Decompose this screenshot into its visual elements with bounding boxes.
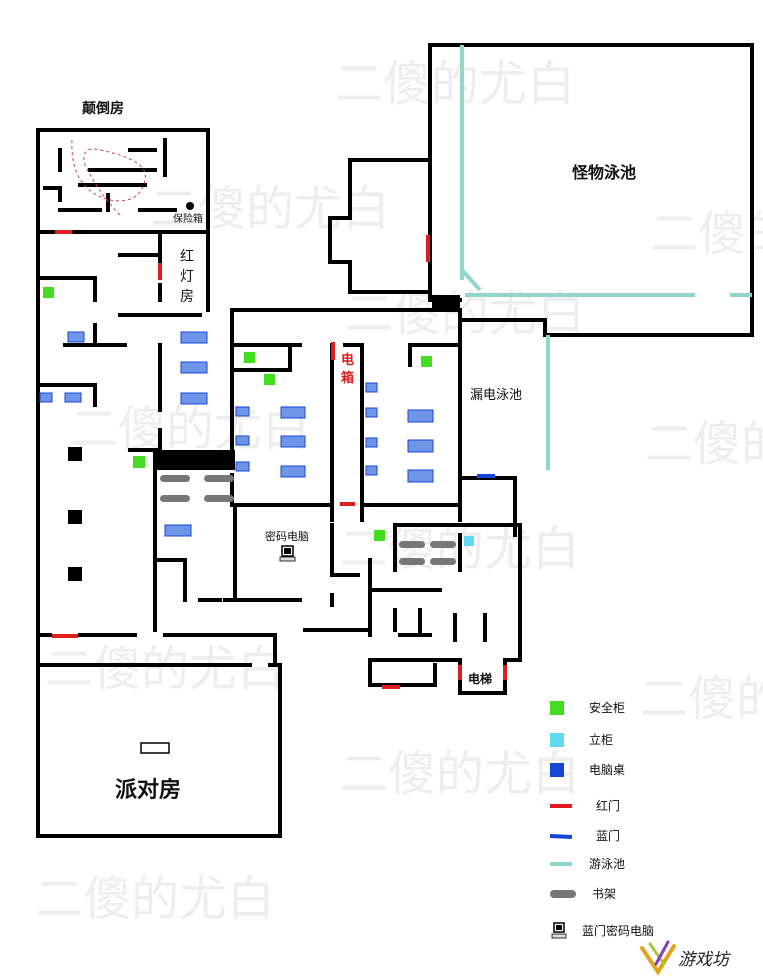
- watermark-text: 二傻的尤白: [45, 641, 285, 697]
- room-label-electric-box-1: 电: [341, 352, 354, 368]
- watermark-text: 二傻的尤白: [650, 206, 763, 262]
- room-label-safe-box: 保险箱: [173, 212, 203, 225]
- pool-edges: [460, 45, 752, 470]
- standing-cabinet: [464, 536, 474, 546]
- legend-standing-cabinet-swatch: [550, 733, 564, 747]
- safe-cabinets: [43, 287, 432, 541]
- room-label-red-light-2: 灯: [180, 269, 194, 285]
- room-label-upside-down: 颠倒房: [81, 100, 124, 117]
- legend-label: 红门: [596, 798, 620, 813]
- watermark-text: 二傻的尤白: [640, 671, 763, 727]
- room-label-party-room: 派对房: [115, 777, 181, 803]
- watermark-text: 二傻的尤白: [340, 746, 580, 802]
- legend-label: 电脑桌: [589, 763, 625, 777]
- watermark-text: 二傻的尤白: [70, 401, 310, 457]
- legend-computer-icon: [551, 922, 567, 939]
- watermark-text: 二傻的尤白: [35, 871, 275, 927]
- legend-blue-door-swatch: [549, 834, 573, 839]
- watermark-text: 二傻的尤白: [335, 56, 575, 112]
- path-trail: [71, 139, 146, 216]
- room-label-password-pc: 密码电脑: [265, 529, 309, 543]
- bookshelves: [160, 475, 456, 565]
- logo-text: 游戏坊: [678, 950, 732, 970]
- legend-bookshelf-swatch: [550, 890, 576, 898]
- legend-safe-cabinet-swatch: [550, 701, 564, 715]
- room-label-red-light-1: 红: [180, 249, 194, 265]
- legend-label: 蓝门: [596, 828, 620, 843]
- password-computer-icon: [279, 545, 296, 562]
- watermark-text: 二傻的尤白: [150, 181, 390, 237]
- room-labels: 颠倒房 保险箱 红 灯 房 怪物泳池 电 箱 漏电泳池 密码电脑 电梯 派对房: [81, 100, 636, 803]
- legend-desk-swatch: [550, 763, 564, 777]
- obstacles: [68, 202, 460, 754]
- legend-label: 安全柜: [589, 700, 625, 715]
- room-label-leaky-pool: 漏电泳池: [470, 387, 522, 403]
- room-label-monster-pool: 怪物泳池: [572, 163, 636, 182]
- legend: 安全柜 立柜 电脑桌 红门 蓝门 游泳池 书架 蓝门密码电脑: [549, 700, 654, 939]
- room-label-electric-box-2: 箱: [341, 370, 354, 386]
- legend-label: 蓝门密码电脑: [582, 923, 654, 938]
- legend-label: 立柜: [589, 732, 613, 747]
- legend-label: 书架: [592, 887, 616, 901]
- computer-desks: [39, 331, 434, 537]
- red-doors: [52, 230, 507, 689]
- watermark-text: 二傻的尤白: [645, 416, 763, 472]
- room-label-red-light-3: 房: [180, 289, 194, 305]
- room-label-elevator: 电梯: [468, 671, 492, 686]
- legend-label: 游泳池: [589, 857, 625, 871]
- logo: 游戏坊: [640, 940, 732, 976]
